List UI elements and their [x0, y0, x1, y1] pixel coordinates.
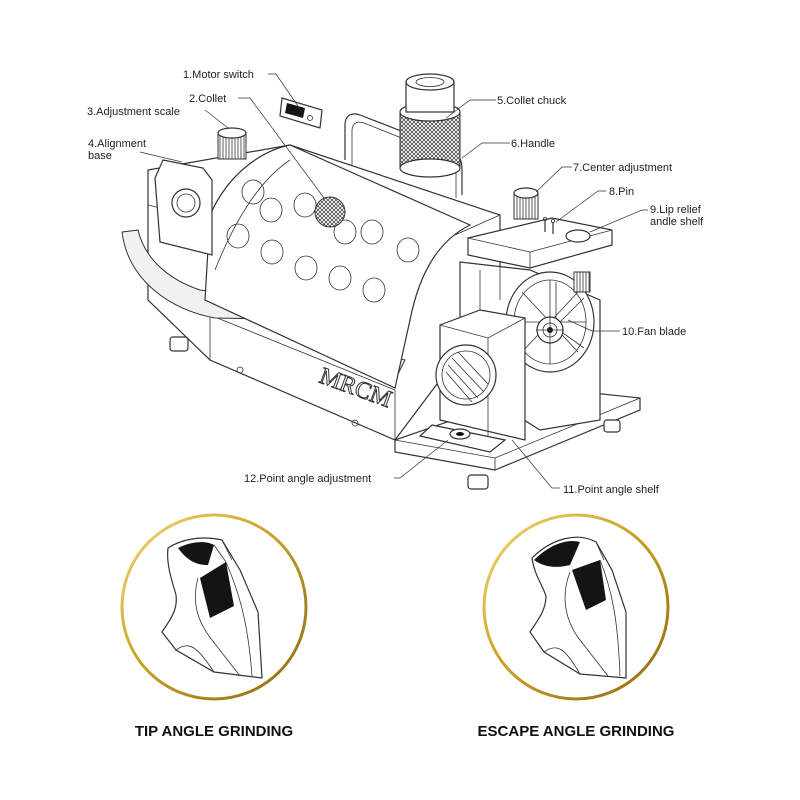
label-lip-relief-2: andle shelf [650, 216, 704, 228]
foot-front [467, 474, 489, 490]
collet-chuck [399, 73, 461, 178]
caption-tip-angle: TIP ANGLE GRINDING [135, 723, 293, 740]
inset-tip-angle: TIP ANGLE GRINDING [120, 513, 308, 740]
point-angle-adjustment [418, 424, 507, 453]
label-motor-switch: 1.Motor switch [183, 69, 254, 81]
label-point-angle-adjustment: 12.Point angle adjustment [244, 473, 371, 485]
label-center-adjustment: 7.Center adjustment [573, 162, 672, 174]
center-adjustment [513, 187, 539, 220]
foot-right [603, 419, 621, 433]
pins [543, 216, 556, 234]
part-labels: 1.Motor switch 2.Collet 3.Adjustment sca… [87, 69, 704, 496]
label-lip-relief: 9.Lip relief [650, 204, 702, 216]
label-pin: 8.Pin [609, 186, 634, 198]
label-handle: 6.Handle [511, 138, 555, 150]
label-point-angle-shelf: 11.Point angle shelf [563, 484, 660, 496]
label-collet-chuck: 5.Collet chuck [497, 95, 567, 107]
label-fan-blade: 10.Fan blade [622, 326, 686, 338]
gold-ring-right [482, 513, 670, 701]
fan-blade [505, 271, 595, 373]
drill-tip-left [161, 537, 263, 679]
inset-escape-angle: ESCAPE ANGLE GRINDING [478, 513, 675, 740]
label-alignment-base: 4.Alignment [88, 138, 146, 150]
label-adjustment-scale: 3.Adjustment scale [87, 106, 180, 118]
callout-leaders [139, 73, 648, 489]
foot-left [169, 336, 189, 352]
machine-drawing: MRCM [121, 73, 641, 490]
wheel-knob [573, 271, 591, 293]
collet [314, 196, 346, 228]
point-angle-block [435, 309, 526, 441]
vent-holes [226, 179, 420, 303]
caption-escape-angle: ESCAPE ANGLE GRINDING [478, 723, 675, 740]
gold-ring-left [120, 513, 308, 701]
label-alignment-base-2: base [88, 150, 112, 162]
drill-tip-right [529, 536, 627, 679]
label-collet: 2.Collet [189, 93, 226, 105]
